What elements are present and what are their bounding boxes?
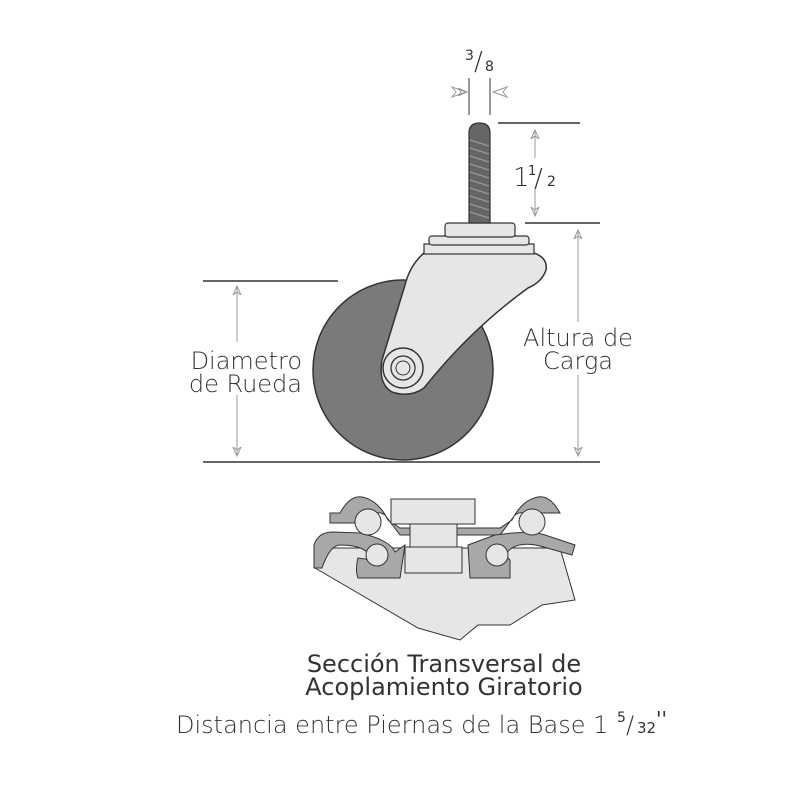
stem-diameter-den: 8 — [485, 59, 494, 75]
load-height-dimension: Altura de Carga — [523, 230, 633, 456]
stem-diameter-dimension: 3 / 8 — [450, 47, 509, 115]
leg-distance-num: 5 — [617, 710, 626, 726]
stem-diameter-slash: / — [474, 47, 483, 77]
cross-section-title-1: Sección Transversal de — [307, 650, 581, 678]
leg-distance-unit: '' — [656, 707, 667, 731]
leg-distance-den: 32 — [637, 719, 656, 737]
mount-plate-top — [444, 222, 516, 238]
wheel-diameter-dimension: Diametro de Rueda — [189, 280, 600, 463]
load-height-label-1: Altura de — [523, 324, 633, 352]
stem-length-whole: 1 — [513, 163, 530, 193]
swivel-fork — [380, 252, 547, 395]
wheel-hub — [382, 347, 424, 389]
wheel-diameter-label-2: de Rueda — [189, 370, 302, 398]
leg-distance-slash: / — [626, 711, 634, 739]
stem-length-num: 1 — [528, 164, 536, 179]
cross-section-title-2: Acoplamiento Giratorio — [305, 673, 582, 701]
leg-distance-caption: Distancia entre Piernas de la Base 1 5 /… — [176, 707, 667, 739]
stem-length-slash: / — [534, 164, 543, 194]
stem-diameter-num: 3 — [465, 48, 474, 64]
stem-length-dimension: 1 1 / 2 — [498, 122, 600, 224]
stem-length-den: 2 — [547, 174, 556, 190]
swivel-cross-section — [313, 496, 576, 641]
threaded-stem — [468, 122, 491, 224]
leg-distance-text: Distancia entre Piernas de la Base 1 — [176, 711, 608, 739]
load-height-label-2: Carga — [543, 347, 613, 375]
wheel-diameter-label-1: Diametro — [191, 347, 302, 375]
